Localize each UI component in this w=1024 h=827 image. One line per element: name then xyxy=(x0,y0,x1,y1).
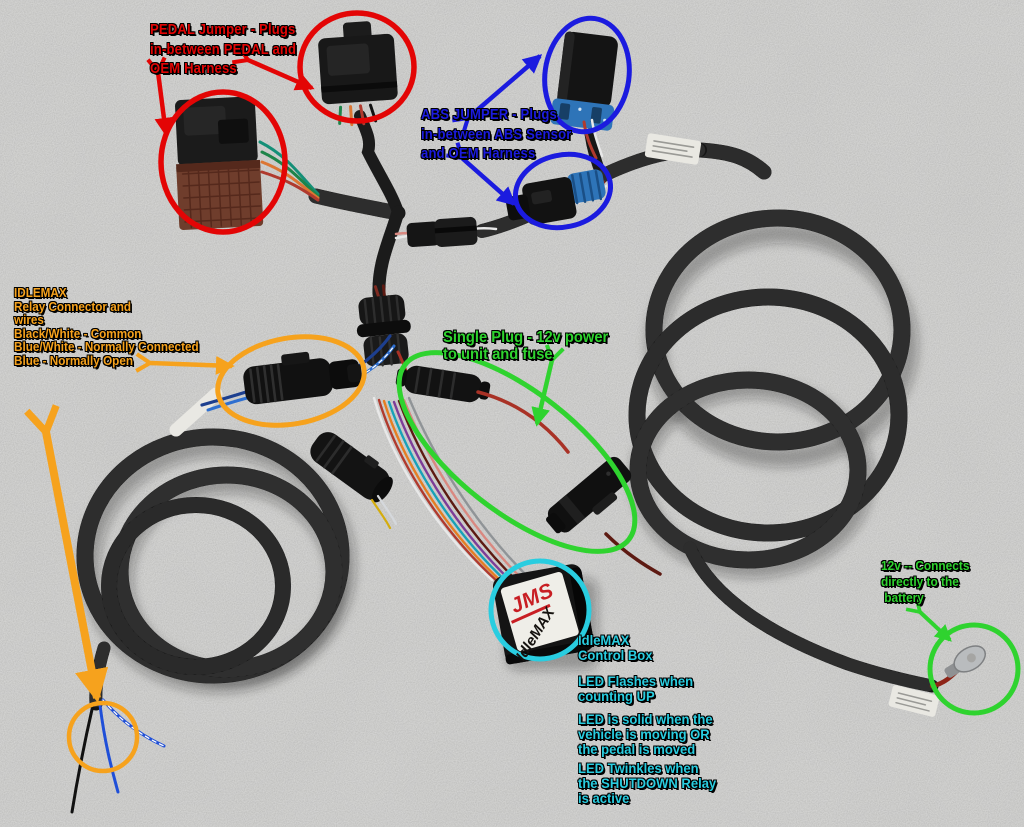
power-plug xyxy=(546,456,632,534)
arrow-abs-lower xyxy=(445,142,517,206)
arrow-single-plug xyxy=(531,344,565,427)
circle-control-box xyxy=(488,558,592,662)
callout-control-box: IdleMAX Control Box xyxy=(578,632,653,663)
pedal-jumper-connector xyxy=(175,96,264,231)
callout-abs-jumper: ABS JUMPER - Plugs in-between ABS Sensor… xyxy=(421,107,572,163)
relay-connector xyxy=(200,334,396,412)
abs-connector-top xyxy=(550,31,618,131)
circle-relay-wires xyxy=(66,700,140,774)
circle-relay-connector xyxy=(215,334,367,428)
pedal-jumper-wires xyxy=(258,140,320,202)
circle-battery-terminal xyxy=(927,622,1021,716)
callout-led-flash: LED Flashes when counting UP xyxy=(578,673,694,704)
arrow-battery xyxy=(905,597,952,642)
white-sleeve xyxy=(169,387,223,437)
callout-battery: 12v -- Connects directly to the battery xyxy=(881,559,970,605)
callout-idlemax-relay: IDLEMAX Relay Connector and wires Black/… xyxy=(14,285,199,368)
annotation-overlays xyxy=(24,10,1021,774)
relay-wire-tails xyxy=(70,698,166,814)
callout-led-solid: LED is solid when the vehicle is moving … xyxy=(578,711,713,757)
plug-tail-wire xyxy=(604,532,662,576)
lower-connector-wires xyxy=(370,494,398,530)
inline-connector-pair xyxy=(394,216,498,248)
arrow-pedal-jumper xyxy=(146,56,174,137)
control-box-wire-bundle xyxy=(372,396,533,588)
callout-single-plug: Single Plug - 12v power to unit and fuse xyxy=(443,329,609,363)
circle-abs-top xyxy=(542,15,632,135)
circle-pedal-jumper xyxy=(158,89,288,235)
label-sticker-top xyxy=(644,133,702,165)
callout-pedal-jumper: PEDAL Jumper - Plugs in-between PEDAL an… xyxy=(150,22,297,78)
arrow-relay-wires xyxy=(24,404,109,703)
arrow-abs-top xyxy=(451,54,543,134)
right-loom-coil xyxy=(628,142,911,569)
abs-top-wires xyxy=(582,118,604,160)
callout-led-twinkle: LED Twinkles when the SHUTDOWN Relay is … xyxy=(578,760,717,806)
ring-terminal xyxy=(944,645,986,678)
arrow-pedal-oem xyxy=(231,45,315,91)
arrow-relay-connector xyxy=(135,352,235,375)
wiring-harness xyxy=(70,21,986,814)
round-connector-stack xyxy=(356,284,411,367)
label-sticker-battery xyxy=(888,685,940,717)
fuse-holder xyxy=(395,350,570,454)
